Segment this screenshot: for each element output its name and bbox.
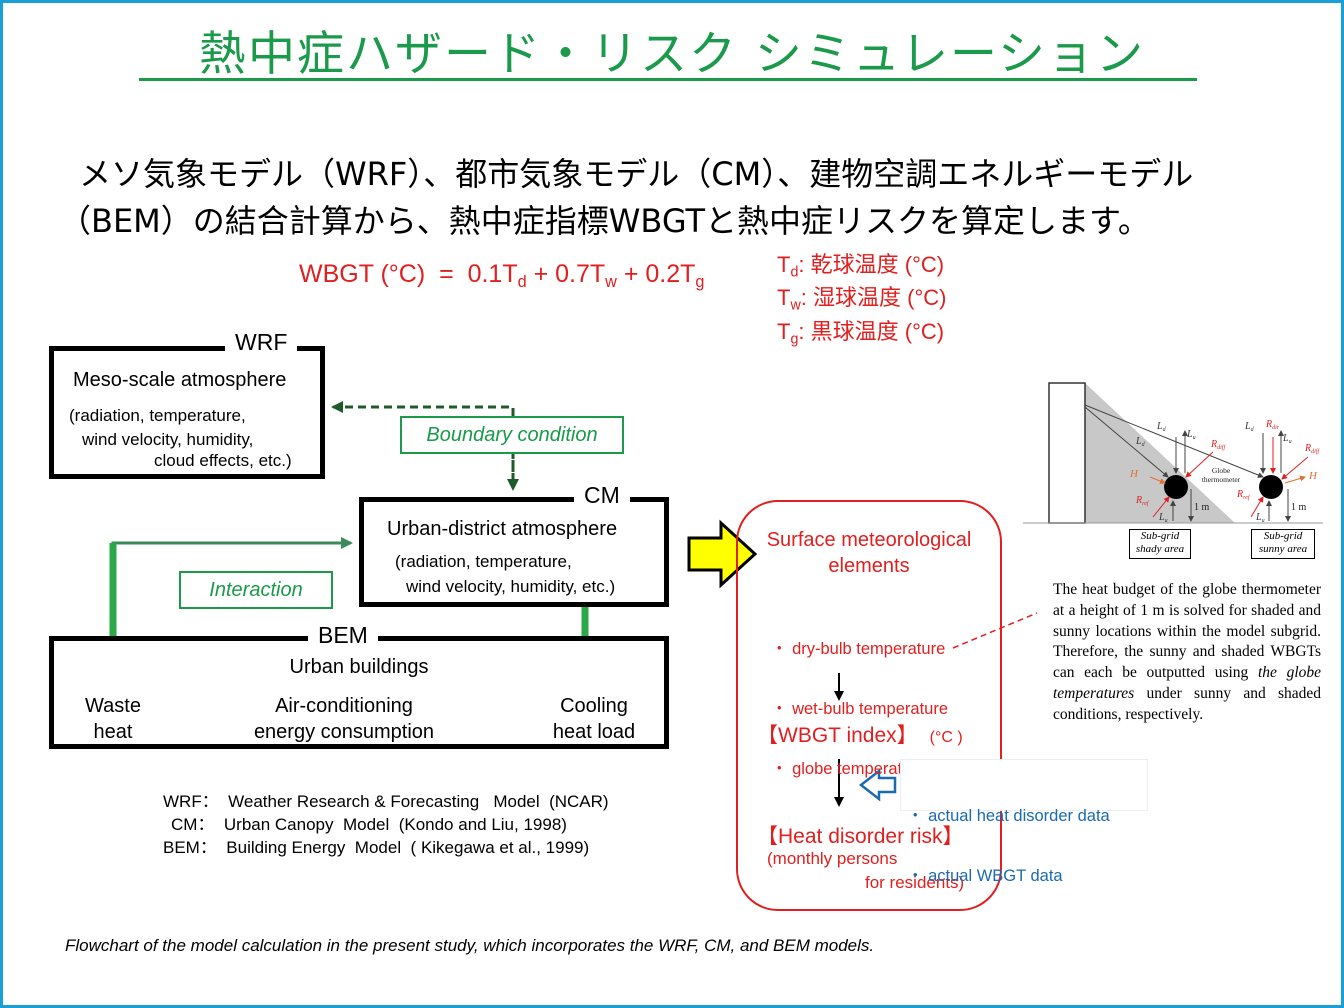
sunny-label-1: Sub-grid — [1263, 530, 1303, 542]
data-input-arrow — [858, 768, 897, 802]
intro-line-2: （BEM）の結合計算から、熱中症指標WBGTと熱中症リスクを算定します。 — [59, 202, 1150, 240]
shady-area-label: Sub-grid shady area — [1129, 529, 1191, 559]
shady-label-2: shady area — [1135, 543, 1185, 555]
risk-detail-2: for residents) — [865, 873, 965, 892]
interaction-label: Interaction — [179, 571, 333, 609]
fig-rdiff-sunny: Rdiff — [1304, 443, 1320, 455]
fig-rref: Rref — [1135, 495, 1150, 507]
wrf-label: WRF — [225, 329, 298, 355]
yellow-output-arrow — [687, 519, 758, 589]
cooling-load-line-1: Cooling — [560, 695, 628, 717]
leader-line — [952, 612, 1038, 649]
globe-shady — [1164, 475, 1188, 499]
cm-label: CM — [574, 482, 630, 508]
wbgt-index-label: 【WBGT index】 — [757, 724, 918, 747]
cm-title: Urban-district atmosphere — [387, 518, 618, 540]
rref-arrow-sunny — [1250, 496, 1264, 518]
globe-thermometer-figure: Ld Ld Lu Ld Lu Lu Lu Rdiff Rdir Rdiff Rr… — [1023, 382, 1323, 524]
surface-elements-title: Surface meteorological elements — [743, 527, 995, 579]
waste-heat-line-1: Waste — [85, 695, 141, 717]
figure-caption: Flowchart of the model calculation in th… — [65, 936, 875, 955]
fig-globe-2: thermometer — [1202, 475, 1241, 484]
fig-rref-sunny: Rref — [1236, 489, 1251, 501]
globe-explanation: The heat budget of the globe thermometer… — [1053, 581, 1322, 723]
ac-energy-line-2: energy consumption — [253, 721, 435, 743]
bem-label: BEM — [308, 622, 378, 648]
cooling-load-line-2: heat load — [552, 721, 636, 743]
title-underline — [139, 78, 1197, 81]
wbgt-index: 【WBGT index】 (°C ) — [757, 719, 963, 749]
legend-td: Td: 乾球温度 (°C) — [777, 252, 945, 281]
surface-title-line-1: Surface meteorological — [766, 529, 972, 551]
fig-lu-ground-sunny: Lu — [1255, 512, 1265, 524]
h-arrow-sunny — [1284, 475, 1306, 484]
wrf-detail-3: cloud effects, etc.) — [154, 451, 292, 470]
waste-heat-node: Waste heat — [68, 693, 158, 745]
ac-energy-node: Air-conditioning energy consumption — [234, 693, 454, 745]
wrf-box: Meso-scale atmosphere (radiation, temper… — [49, 346, 325, 479]
fig-lu-ground: Lu — [1158, 512, 1168, 524]
boundary-condition-label: Boundary condition — [400, 416, 624, 454]
waste-heat-line-2: heat — [93, 721, 133, 743]
ld-ray-2 — [1084, 404, 1264, 478]
bem-box: Urban buildings Waste heat Air-condition… — [49, 636, 669, 749]
wrf-detail-2: wind velocity, humidity, — [82, 430, 254, 449]
legend-tw: Tw: 湿球温度 (°C) — [777, 285, 947, 314]
page-title: 熱中症ハザード・リスク シミュレーション — [198, 27, 1146, 82]
bem-title: Urban buildings — [289, 656, 429, 678]
formula-legend: Td: 乾球温度 (°C) Tw: 湿球温度 (°C) Tg: 黒球温度 (°C… — [777, 252, 946, 352]
fig-rdir: Rdir — [1265, 419, 1280, 431]
intro-line-1: メソ気象モデル（WRF）、都市気象モデル（CM）、建物空調エネルギーモデル — [79, 155, 1194, 193]
sunny-label-2: sunny area — [1258, 543, 1308, 555]
list-item: ・ actual heat disorder data — [907, 807, 1110, 825]
cm-detail-2: wind velocity, humidity, etc.) — [406, 577, 616, 596]
output-panel — [736, 500, 1002, 911]
shadow-area — [1085, 383, 1235, 523]
risk-detail-1: (monthly persons — [767, 849, 898, 868]
fig-h: H — [1129, 468, 1139, 480]
footnote-bem: BEM： Building Energy Model ( Kikegawa et… — [163, 838, 590, 857]
fig-lu: Lu — [1186, 429, 1196, 441]
surface-title-line-2: elements — [828, 555, 910, 577]
list-item: ・ wet-bulb temperature — [771, 700, 948, 718]
fig-globe-1: Globe — [1212, 466, 1231, 475]
fig-rdiff: Rdiff — [1210, 439, 1226, 451]
globe-sunny — [1259, 475, 1283, 499]
fig-lu-sunny: Lu — [1282, 433, 1292, 445]
building — [1048, 382, 1086, 524]
footnote-cm: CM： Urban Canopy Model (Kondo and Liu, 1… — [171, 815, 567, 834]
wrf-detail-1: (radiation, temperature, — [69, 406, 246, 425]
footnote-wrf: WRF： Weather Research & Forecasting Mode… — [163, 792, 609, 811]
ld-ray — [1084, 406, 1169, 478]
fig-ld-2: Ld — [1156, 421, 1167, 433]
fig-ld-sunny: Ld — [1244, 421, 1255, 433]
ac-energy-line-1: Air-conditioning — [275, 695, 413, 717]
shady-label-1: Sub-grid — [1140, 530, 1180, 542]
heat-disorder-risk: 【Heat disorder risk】 — [757, 825, 964, 848]
rdiff-arrow — [1185, 451, 1214, 478]
cooling-load-node: Cooling heat load — [532, 693, 656, 745]
wbgt-index-unit: (°C ) — [929, 729, 963, 746]
cm-box: Urban-district atmosphere (radiation, te… — [359, 497, 669, 607]
list-item: ・ actual WBGT data — [907, 867, 1063, 885]
legend-tg: Tg: 黒球温度 (°C) — [777, 318, 945, 347]
rdiff-arrow-sunny — [1281, 456, 1309, 480]
data-inputs-box — [901, 760, 1147, 810]
wrf-title: Meso-scale atmosphere — [73, 369, 287, 391]
rref-arrow — [1152, 496, 1170, 518]
cm-detail-1: (radiation, temperature, — [395, 552, 572, 571]
fig-h-sunny: H — [1308, 470, 1318, 482]
data-inputs-list: ・ actual heat disorder data ・ actual WBG… — [907, 766, 1110, 926]
h-arrow — [1149, 476, 1166, 484]
fig-height: 1 m — [1194, 502, 1210, 513]
sunny-area-label: Sub-grid sunny area — [1251, 529, 1315, 559]
fig-ld: Ld — [1135, 436, 1146, 448]
wbgt-formula: WBGT (°C) = 0.1Td + 0.7Tw + 0.2Tg — [299, 260, 705, 291]
fig-height-sunny: 1 m — [1291, 502, 1307, 513]
list-item: ・ dry-bulb temperature — [771, 640, 946, 658]
